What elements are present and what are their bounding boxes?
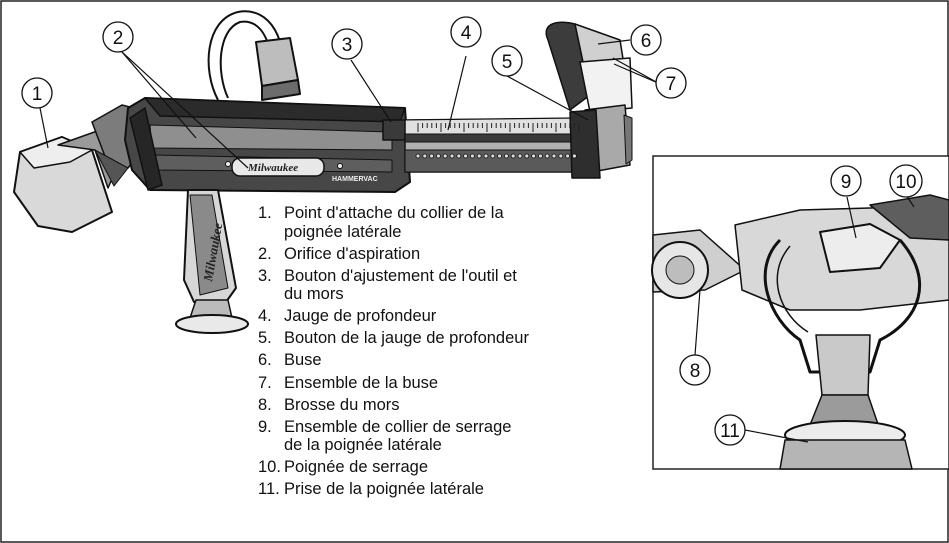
- gauge-hole: [456, 153, 462, 159]
- callout-7: 7: [666, 74, 677, 95]
- gauge-hole: [483, 153, 489, 159]
- callout-5: 5: [502, 52, 513, 73]
- gauge-hole: [524, 153, 530, 159]
- product-name: HAMMERVAC: [332, 176, 378, 183]
- legend-number: 10.: [258, 458, 281, 477]
- gauge-hole: [422, 153, 428, 159]
- gauge-hole: [551, 153, 557, 159]
- legend-item: 9. Ensemble de collier de serrage de la p…: [258, 418, 638, 455]
- gauge-hole: [565, 153, 570, 159]
- depth-gauge-scale: [417, 123, 580, 132]
- main-tool-drawing: [13, 10, 633, 334]
- gauge-hole: [429, 153, 435, 159]
- legend-item: 4. Jauge de profondeur: [258, 307, 638, 326]
- legend-number: 5.: [258, 329, 272, 348]
- legend-item: 5. Bouton de la jauge de profondeur: [258, 329, 638, 348]
- legend-text: Bouton de la jauge de profondeur: [284, 329, 529, 348]
- legend-number: 4.: [258, 307, 272, 326]
- gauge-hole: [503, 153, 509, 159]
- legend-text: Point d'attache du collier de la poignée…: [284, 204, 504, 241]
- gauge-hole: [415, 153, 421, 159]
- legend-item: 8. Brosse du mors: [258, 396, 638, 415]
- legend-item: 11.Prise de la poignée latérale: [258, 480, 638, 499]
- legend-text: Ensemble de collier de serrage de la poi…: [284, 417, 512, 455]
- gauge-hole: [463, 153, 469, 159]
- adjust-knob: [382, 119, 406, 141]
- leader-lines: [39, 39, 915, 443]
- parts-legend: 1. Point d'attache du collier de la poign…: [258, 204, 638, 503]
- callout-4: 4: [461, 23, 472, 44]
- gauge-hole: [497, 153, 503, 159]
- legend-text: Buse: [284, 351, 322, 370]
- legend-item: 1. Point d'attache du collier de la poign…: [258, 204, 638, 241]
- gauge-hole: [531, 153, 536, 159]
- gauge-hole: [469, 153, 475, 159]
- callouts: [21, 16, 923, 446]
- clamp-handle: [869, 194, 949, 241]
- gauge-hole: [435, 153, 441, 159]
- legend-item: 3. Bouton d'ajustement de l'outil et du m…: [258, 267, 638, 304]
- callout-labels: 1 2 3 4 5 6 7 8 9 10 11: [32, 23, 917, 442]
- legend-text: Jauge de profondeur: [284, 307, 437, 326]
- callout-3: 3: [342, 35, 353, 56]
- gauge-hole: [517, 153, 523, 159]
- callout-10: 10: [895, 172, 916, 193]
- gauge-hole: [544, 153, 550, 159]
- side-handle: [175, 189, 249, 334]
- legend-item: 10.Poignée de serrage: [258, 458, 638, 477]
- callout-9: 9: [841, 172, 852, 193]
- legend-item: 7. Ensemble de la buse: [258, 374, 638, 393]
- gauge-hole: [510, 153, 516, 159]
- legend-text: Ensemble de la buse: [284, 373, 439, 392]
- gauge-hole: [490, 153, 496, 159]
- legend-text: Poignée de serrage: [284, 458, 429, 477]
- callout-2: 2: [113, 28, 124, 49]
- legend-item: 2. Orifice d'aspiration: [258, 245, 638, 264]
- suction-cup: [13, 104, 151, 233]
- legend-text: Bouton d'ajustement de l'outil et du mor…: [284, 266, 517, 304]
- legend-number: 2.: [258, 244, 272, 263]
- callout-1: 1: [32, 84, 43, 105]
- gauge-hole: [449, 153, 455, 159]
- legend-text: Brosse du mors: [284, 395, 400, 414]
- gauge-hole: [572, 153, 577, 159]
- legend-text: Orifice d'aspiration: [284, 244, 421, 263]
- inset-detail: [651, 155, 949, 470]
- legend-number: 1.: [258, 204, 272, 222]
- gauge-hole: [558, 153, 564, 159]
- gauge-hole: [442, 153, 448, 159]
- legend-number: 7.: [258, 373, 272, 392]
- clamp-collar: [819, 223, 901, 273]
- legend-number: 3.: [258, 266, 272, 285]
- brand-logo: Milwaukee: [247, 162, 298, 174]
- legend-text: Prise de la poignée latérale: [284, 480, 484, 499]
- clamp-ring-top: [207, 10, 301, 101]
- callout-8: 8: [690, 361, 701, 382]
- legend-item: 6. Buse: [258, 351, 638, 370]
- legend-number: 6.: [258, 351, 272, 370]
- callout-6: 6: [641, 31, 652, 52]
- depth-gauge-holes: [415, 153, 577, 159]
- callout-11: 11: [720, 421, 740, 442]
- vacuum-housing: [124, 97, 411, 193]
- legend-number: 9.: [258, 417, 272, 436]
- gauge-hole: [476, 153, 482, 159]
- legend-number: 8.: [258, 395, 272, 414]
- legend-number: 11.: [258, 480, 280, 499]
- gauge-hole: [538, 153, 543, 159]
